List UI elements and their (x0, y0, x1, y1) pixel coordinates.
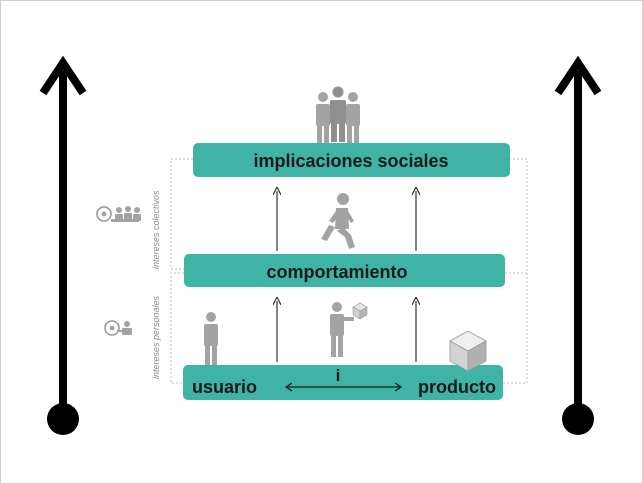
collective-interest-icon (96, 206, 141, 222)
user-product-bar (183, 365, 503, 400)
personal-interests-label: intereses personales (151, 295, 161, 379)
standing-person-icon (204, 312, 218, 365)
social-implications-bar (193, 143, 510, 177)
group-of-people-icon (316, 86, 360, 143)
behavior-bar (184, 254, 505, 287)
box-icon (449, 330, 487, 372)
behavior-label: comportamiento (266, 262, 407, 282)
dotted-guides (170, 158, 528, 384)
user-label: usuario (192, 377, 257, 397)
interaction-label: i (336, 366, 341, 385)
left-big-arrow (39, 55, 87, 435)
right-arrow-base-dot (562, 403, 594, 435)
right-big-arrow (554, 55, 602, 435)
person-holding-box-icon (330, 302, 368, 357)
product-label: producto (418, 377, 496, 397)
walking-person-icon (321, 193, 355, 249)
interaction-double-arrow (284, 382, 403, 392)
upward-arrows (277, 191, 416, 362)
left-arrow-base-dot (47, 403, 79, 435)
collective-interests-label: intereses colectivos (151, 190, 161, 269)
social-implications-label: implicaciones sociales (253, 151, 448, 171)
personal-interest-icon (104, 320, 132, 336)
